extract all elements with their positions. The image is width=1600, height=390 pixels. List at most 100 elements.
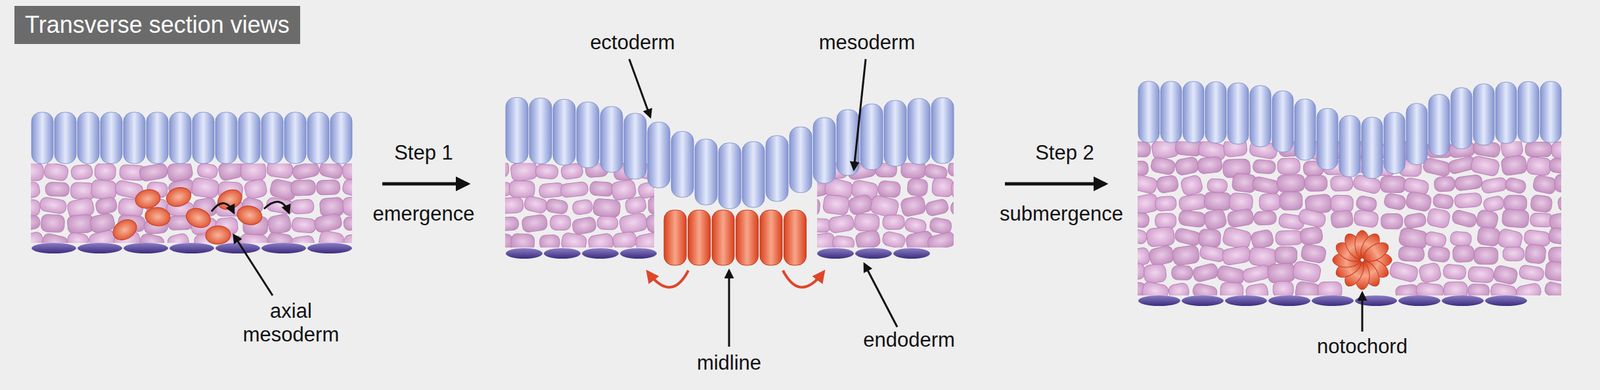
movement-arrow [264, 201, 289, 213]
mesoderm-cell [39, 196, 68, 215]
mesoderm-cell [1203, 191, 1232, 211]
mesoderm-cell [1137, 227, 1149, 245]
endoderm-cells [505, 248, 657, 259]
mesoderm-cell [1403, 212, 1427, 230]
endoderm-cell [581, 248, 619, 259]
mesoderm-cell [1167, 282, 1191, 296]
mesoderm-cell [817, 197, 821, 217]
mesoderm-cell [1543, 281, 1562, 296]
mesoderm-cell [1381, 213, 1403, 230]
ectoderm-cell [694, 139, 718, 205]
mesoderm-cell [612, 231, 638, 248]
part-label: Step 2 [1035, 141, 1095, 165]
mesoderm-cell [30, 214, 42, 234]
mesoderm-cell [1171, 244, 1200, 267]
endoderm-cell [855, 248, 892, 259]
mesoderm-cell [1221, 245, 1252, 267]
mesoderm-cell [1191, 282, 1218, 296]
leader-line [233, 235, 273, 296]
mesoderm-cell [30, 163, 44, 181]
mesoderm-cell [1469, 155, 1501, 177]
mesoderm-cell [1179, 174, 1204, 197]
mesoderm-cell [342, 163, 353, 180]
mesoderm-cell [1178, 210, 1207, 228]
mesoderm-cell [313, 212, 343, 234]
mesoderm-cell [1253, 210, 1277, 226]
mesoderm-cell [560, 231, 588, 248]
ectoderm-cell [884, 100, 907, 167]
mesoderm-cell [1300, 243, 1327, 265]
mesoderm-cell [1502, 246, 1524, 261]
leader-line [629, 59, 651, 117]
mesoderm-cell [1418, 262, 1442, 284]
ectoderm-cell [31, 112, 54, 164]
notochord-cell [1360, 239, 1392, 266]
mesoderm-cell [1198, 229, 1222, 249]
notochord-cells [1332, 230, 1392, 290]
mesoderm-cell [1450, 208, 1478, 228]
mesoderm-cell [1404, 191, 1432, 213]
part-label: axial mesoderm [231, 299, 351, 347]
mesoderm-cell [315, 179, 340, 196]
mesoderm-cell [1251, 176, 1281, 196]
ectoderm-cell [623, 113, 647, 180]
mesoderm-cell [593, 198, 621, 218]
ectoderm-cell [789, 126, 812, 193]
mesoderm-cell [521, 214, 549, 234]
mesoderm-cell [1330, 175, 1354, 192]
mesoderm-cell [40, 232, 69, 244]
mesoderm-cell [1380, 176, 1407, 194]
movement-arrow [211, 202, 234, 213]
endoderm-cell [1181, 295, 1224, 307]
mesoderm-cell [1504, 195, 1528, 212]
mesoderm-cell [951, 200, 954, 215]
mesoderm-cell [1355, 195, 1378, 213]
mesoderm-cell [1148, 244, 1176, 268]
mesoderm-cell [509, 162, 538, 182]
mesoderm-cell [1524, 243, 1547, 265]
mesoderm-cell [1398, 246, 1425, 262]
ectoderm-cell [1205, 82, 1227, 144]
mesoderm-cell [1450, 231, 1472, 247]
mesoderm-cell [1476, 226, 1501, 247]
mesoderm-cell [1305, 175, 1328, 192]
mesoderm-cell [90, 179, 118, 201]
mesoderm-cell [1241, 264, 1271, 284]
mesoderm-cell [266, 231, 294, 244]
mesoderm-cell [1276, 174, 1306, 192]
mesoderm-cells [817, 162, 954, 248]
leader-line [1361, 292, 1364, 332]
endoderm-cell [215, 243, 261, 254]
endoderm-cell [261, 243, 307, 254]
ectoderm-cell [1495, 82, 1517, 144]
ectoderm-cell [1383, 112, 1405, 174]
mesoderm-cell [951, 179, 954, 200]
mesoderm-cell [66, 214, 94, 235]
ectoderm-cell [907, 98, 931, 165]
mesoderm-cell [1252, 159, 1276, 175]
ectoderm-cell [576, 101, 600, 168]
endoderm-cell [77, 243, 123, 254]
mesoderm-cell [1202, 208, 1228, 232]
mesoderm-cell [1501, 208, 1530, 228]
midline-cells [664, 210, 807, 266]
midline-cell [784, 210, 807, 266]
mesoderm-cell [847, 193, 874, 217]
part-label: Step 1 [394, 141, 454, 165]
part-label: ectoderm [589, 30, 675, 55]
mesoderm-cell [645, 212, 655, 234]
ectoderm-cell [284, 112, 307, 164]
mesoderm-cells [30, 163, 353, 244]
mesoderm-cell [511, 233, 535, 248]
mesoderm-cell [1137, 212, 1150, 229]
ectoderm-cell [77, 112, 100, 164]
mesoderm-cell [522, 195, 548, 215]
mesoderm-cell [343, 233, 353, 244]
ectoderm-cells [1138, 81, 1562, 179]
section-title: Transverse section views [14, 5, 301, 45]
mesoderm-cell [290, 179, 316, 197]
mesoderm-cell [571, 199, 594, 216]
mesoderm-cell [1146, 226, 1176, 247]
mesoderm-cell [66, 231, 90, 244]
mesoderm-cell [1423, 230, 1447, 249]
